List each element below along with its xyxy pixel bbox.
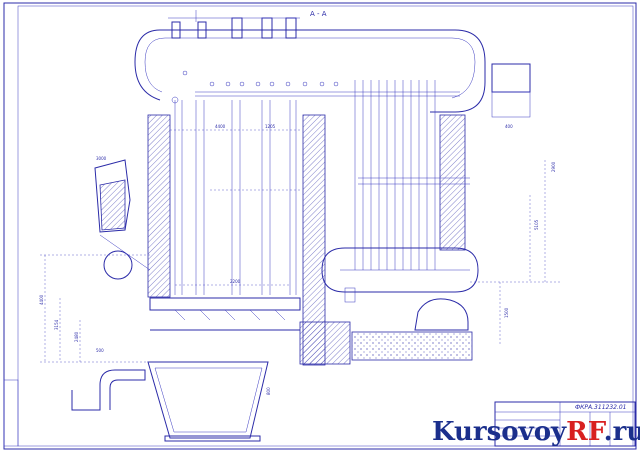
lower-drum (321, 247, 479, 303)
foundation-hatch (299, 321, 351, 365)
dim-label: 1500 (504, 307, 509, 318)
dimension-texts: 2900 5105 4400 3154 2480 4400 1205 2200 … (39, 124, 556, 395)
watermark: KursovoyRF.ru (432, 417, 640, 447)
convection-tubes (354, 80, 470, 270)
dim-label: 400 (505, 124, 513, 129)
dim-label: 5105 (534, 219, 539, 230)
watermark-part-1: Kursovoy (432, 417, 567, 447)
sheet-border (3, 2, 637, 450)
grate (149, 297, 301, 331)
dim-label: 3000 (96, 156, 107, 161)
tube-circles-top (171, 70, 339, 104)
dim-label: 2900 (551, 161, 556, 172)
watermark-part-2: RF (566, 417, 607, 447)
middle-wall-hatch (302, 114, 326, 366)
dim-label: 500 (96, 348, 104, 353)
dimension-lines (40, 129, 560, 363)
foundation-concrete (351, 331, 473, 361)
title-block: ФКРА.311232.01 (494, 401, 636, 447)
dim-label: 4400 (39, 294, 44, 305)
right-wall-hatch (439, 114, 466, 251)
ash-drum (414, 298, 469, 331)
furnace-tubes (174, 100, 297, 295)
dim-label: 4400 (215, 124, 226, 129)
top-nozzles (168, 10, 300, 39)
section-label: А - А (310, 10, 327, 18)
side-strip (3, 379, 19, 447)
ash-hopper (147, 361, 269, 439)
upper-drum (134, 29, 486, 113)
air-duct-pipe (71, 369, 146, 411)
dim-label: 2480 (74, 331, 79, 342)
inner-frame (17, 5, 634, 447)
watermark-part-3: .ru (604, 417, 640, 447)
dim-label: 3154 (54, 319, 59, 330)
left-wall-hatch (147, 114, 171, 298)
right-box (491, 63, 531, 93)
dim-label: 1205 (265, 124, 276, 129)
dim-label: 800 (266, 387, 271, 395)
dim-label: 2200 (230, 279, 241, 284)
drawing-code: ФКРА.311232.01 (575, 404, 627, 411)
fuel-feeder (94, 159, 151, 280)
